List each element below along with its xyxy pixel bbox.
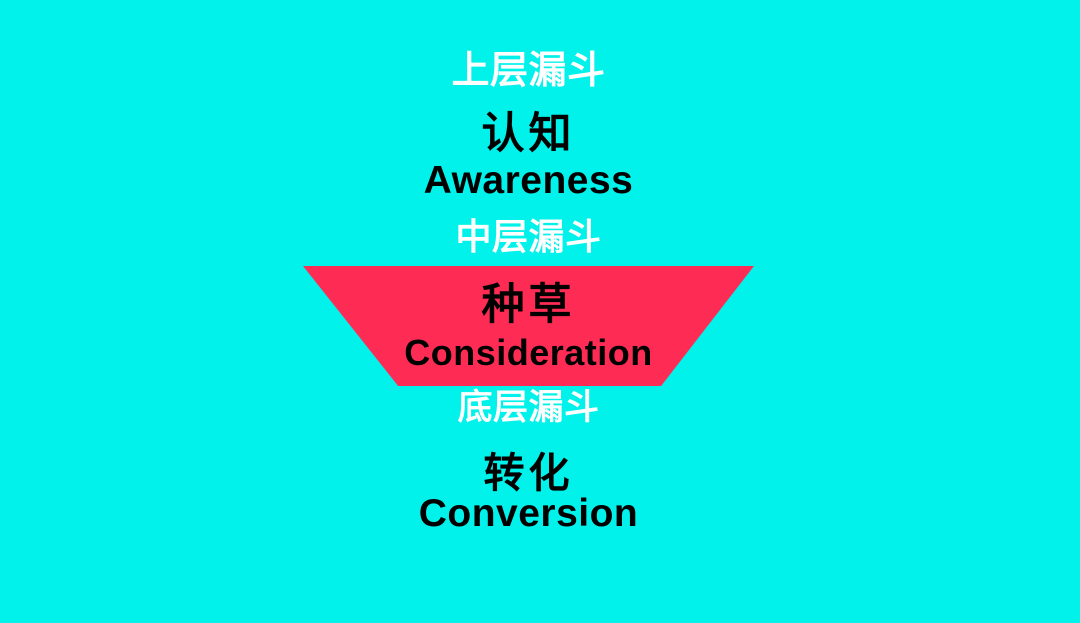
conversion-stage-label-cn: 转化 [483, 450, 574, 496]
bottom-funnel-tier-label: 底层漏斗 [457, 388, 600, 427]
conversion-stage-label-en: Conversion [418, 492, 639, 535]
consideration-stage-label-cn: 种草 [481, 281, 576, 329]
funnel-diagram: 上层漏斗 认知 Awareness 中层漏斗 种草 Consideration … [303, 50, 754, 535]
awareness-stage-label-en: Awareness [423, 159, 634, 202]
upper-funnel-tier-label: 上层漏斗 [451, 50, 606, 92]
middle-funnel-tier-label: 中层漏斗 [455, 216, 602, 257]
consideration-stage-label-en: Consideration [404, 332, 653, 373]
awareness-stage-label-cn: 认知 [481, 110, 576, 158]
